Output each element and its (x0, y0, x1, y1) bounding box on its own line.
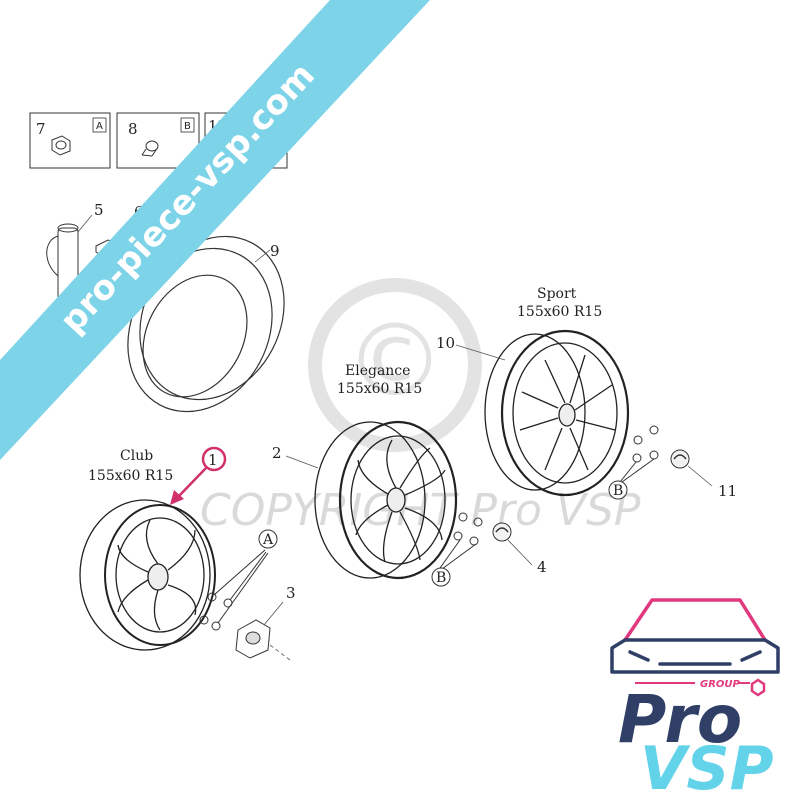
wheel-club-name: Club (120, 448, 153, 464)
svg-text:B: B (613, 483, 623, 499)
svg-text:B: B (436, 570, 446, 586)
callout-2: 2 (272, 444, 282, 462)
callout-8: 8 (128, 120, 138, 138)
part-box-8: B 8 (116, 112, 200, 169)
callout-1-highlight (170, 446, 227, 505)
provsp-logo: GROUP Pro VSP (610, 598, 780, 800)
marker-b-elegance: B (431, 567, 451, 587)
tyre-repair-can (46, 214, 93, 301)
callout-7: 7 (36, 120, 46, 138)
wheel-nuts-a (199, 549, 269, 631)
wheel-club-size: 155x60 R15 (88, 468, 173, 484)
logo-vsp-text: VSP (640, 734, 774, 800)
callout-11: 11 (718, 482, 737, 500)
logo-group-text: GROUP (700, 679, 741, 690)
centre-cap-club (235, 601, 291, 661)
nut-icon (51, 135, 71, 156)
centre-cap-sport (670, 449, 713, 487)
marker-a: A (258, 529, 278, 549)
banner-strip (0, 0, 430, 460)
wheel-nuts-b-elegance (439, 512, 483, 570)
centre-cap-elegance (492, 522, 533, 566)
wheel-elegance-name: Elegance (345, 363, 410, 379)
wheel-sport-size: 155x60 R15 (517, 304, 602, 320)
callout-5: 5 (94, 201, 104, 219)
callout-3: 3 (286, 584, 296, 602)
callout-1: 1 (208, 451, 218, 469)
box-letter-b: B (184, 121, 191, 132)
watermark-text: COPYRIGHT Pro VSP (200, 485, 641, 536)
svg-text:A: A (262, 532, 274, 548)
box-letter-a: A (96, 121, 103, 132)
callout-4: 4 (537, 558, 547, 576)
car-outline-icon (610, 598, 780, 674)
copyright-circle (308, 278, 482, 452)
marker-b-sport: B (608, 480, 628, 500)
wheel-elegance (285, 420, 458, 580)
copyright-watermark: © COPYRIGHT Pro VSP (200, 278, 641, 536)
wheel-club (79, 499, 216, 651)
part-box-7: A 7 (29, 112, 111, 169)
logo-pro-text: Pro (618, 681, 742, 758)
callout-9: 9 (270, 242, 280, 260)
wheel-sport (455, 329, 630, 497)
wheel-sport-name: Sport (537, 286, 577, 302)
callout-10: 10 (436, 334, 455, 352)
wheel-nuts-b-sport (619, 425, 659, 483)
wheel-elegance-size: 155x60 R15 (337, 381, 422, 397)
copyright-symbol: © (345, 302, 445, 419)
banner-text: pro-piece-vsp.com (52, 55, 322, 341)
hex-nut-icon (750, 678, 766, 697)
bolt-icon (141, 140, 159, 157)
